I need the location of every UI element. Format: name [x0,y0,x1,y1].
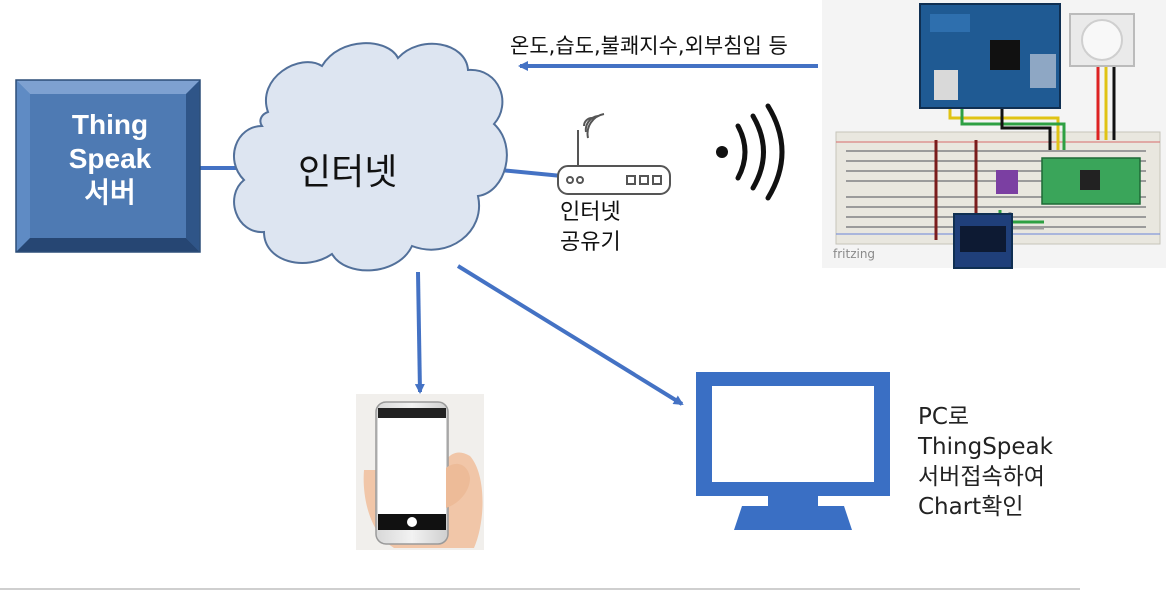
hardware-breadboard-image [822,0,1166,269]
fritzing-watermark: fritzing [833,247,876,261]
thingspeak-server-label: Thing Speak 서버 [40,108,180,210]
router-label: 인터넷 공유기 [560,198,621,258]
server-label-line2: Speak [68,143,152,174]
pc-caption-line2: ThingSpeak [918,434,1053,460]
router-icon [557,113,671,195]
internet-cloud-icon [233,42,508,272]
server-label-line3: 서버 [84,177,136,208]
router-label-line1: 인터넷 [560,200,621,225]
pc-caption-line1: PC로 [918,404,970,430]
cloud-pc-arrow [456,264,684,406]
cloud-phone-arrow [414,271,425,394]
router-label-line2: 공유기 [560,230,621,255]
pc-caption: PC로 ThingSpeak 서버접속하여 Chart확인 [918,402,1053,522]
pc-caption-line4: Chart확인 [918,494,1024,520]
cloud-router-line [499,168,563,178]
sensor-data-caption: 온도,습도,불쾌지수,외부침입 등 [510,34,788,58]
thingspeak-server-box [15,79,201,253]
monitor-icon [696,372,890,530]
server-label-line1: Thing [71,109,149,140]
internet-cloud-label: 인터넷 [298,152,398,193]
wifi-signal-icon [716,103,785,201]
pc-caption-line3: 서버접속하여 [918,464,1045,490]
smartphone-icon [356,394,484,550]
